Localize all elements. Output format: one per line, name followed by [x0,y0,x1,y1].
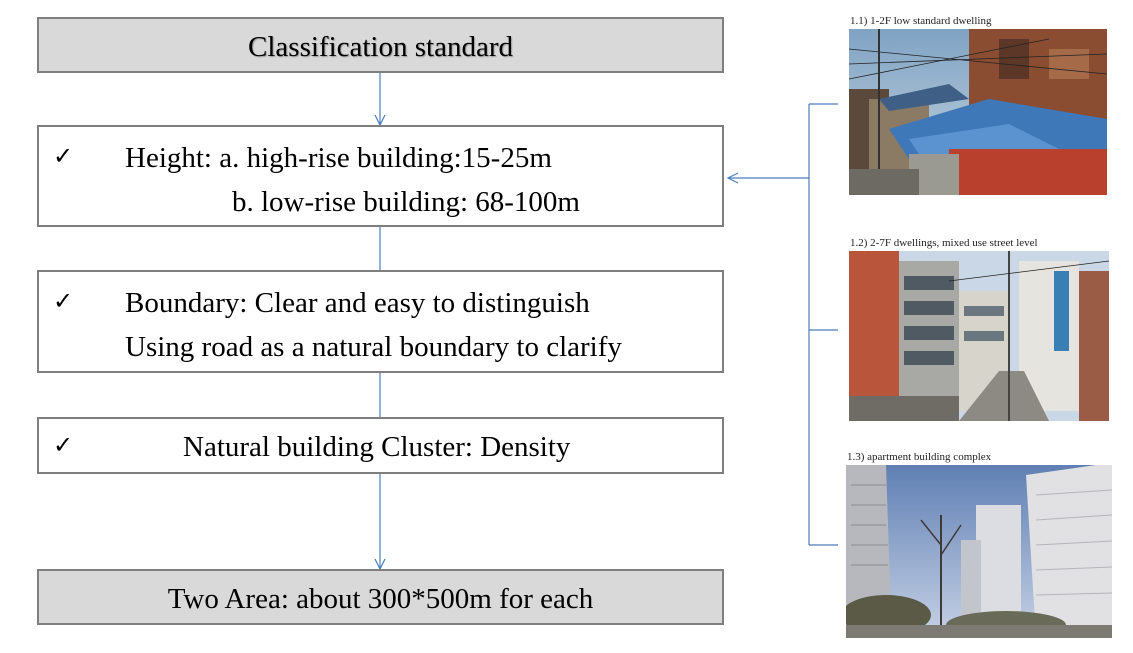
boundary-line-1: Boundary: Clear and easy to distinguish [125,287,590,319]
result-box: Two Area: about 300*500m for each [37,569,724,625]
photo-mixed-use-dwellings [849,251,1109,421]
height-line-1: Height: a. high-rise building:15-25m [125,142,552,174]
result-title: Two Area: about 300*500m for each [167,583,594,615]
classification-title: Classification standard [248,31,513,63]
photo-caption-2: 1.2) 2-7F dwellings, mixed use street le… [850,237,1038,249]
height-box: ✓ Height: a. high-rise building:15-25m b… [37,125,724,227]
photo-low-standard-dwelling [849,29,1107,195]
photo-apartment-complex [846,465,1112,638]
boundary-line-2: Using road as a natural boundary to clar… [125,331,622,363]
check-icon: ✓ [53,431,74,459]
cluster-box: ✓ Natural building Cluster: Density [37,417,724,474]
cluster-line-1: Natural building Cluster: Density [183,431,571,463]
photo-caption-1: 1.1) 1-2F low standard dwelling [850,15,992,27]
height-line-2: b. low-rise building: 68-100m [232,186,580,218]
classification-box: Classification standard [37,17,724,73]
photo-caption-3: 1.3) apartment building complex [847,451,992,463]
boundary-box: ✓ Boundary: Clear and easy to distinguis… [37,270,724,373]
check-icon: ✓ [53,142,74,170]
check-icon: ✓ [53,287,74,315]
